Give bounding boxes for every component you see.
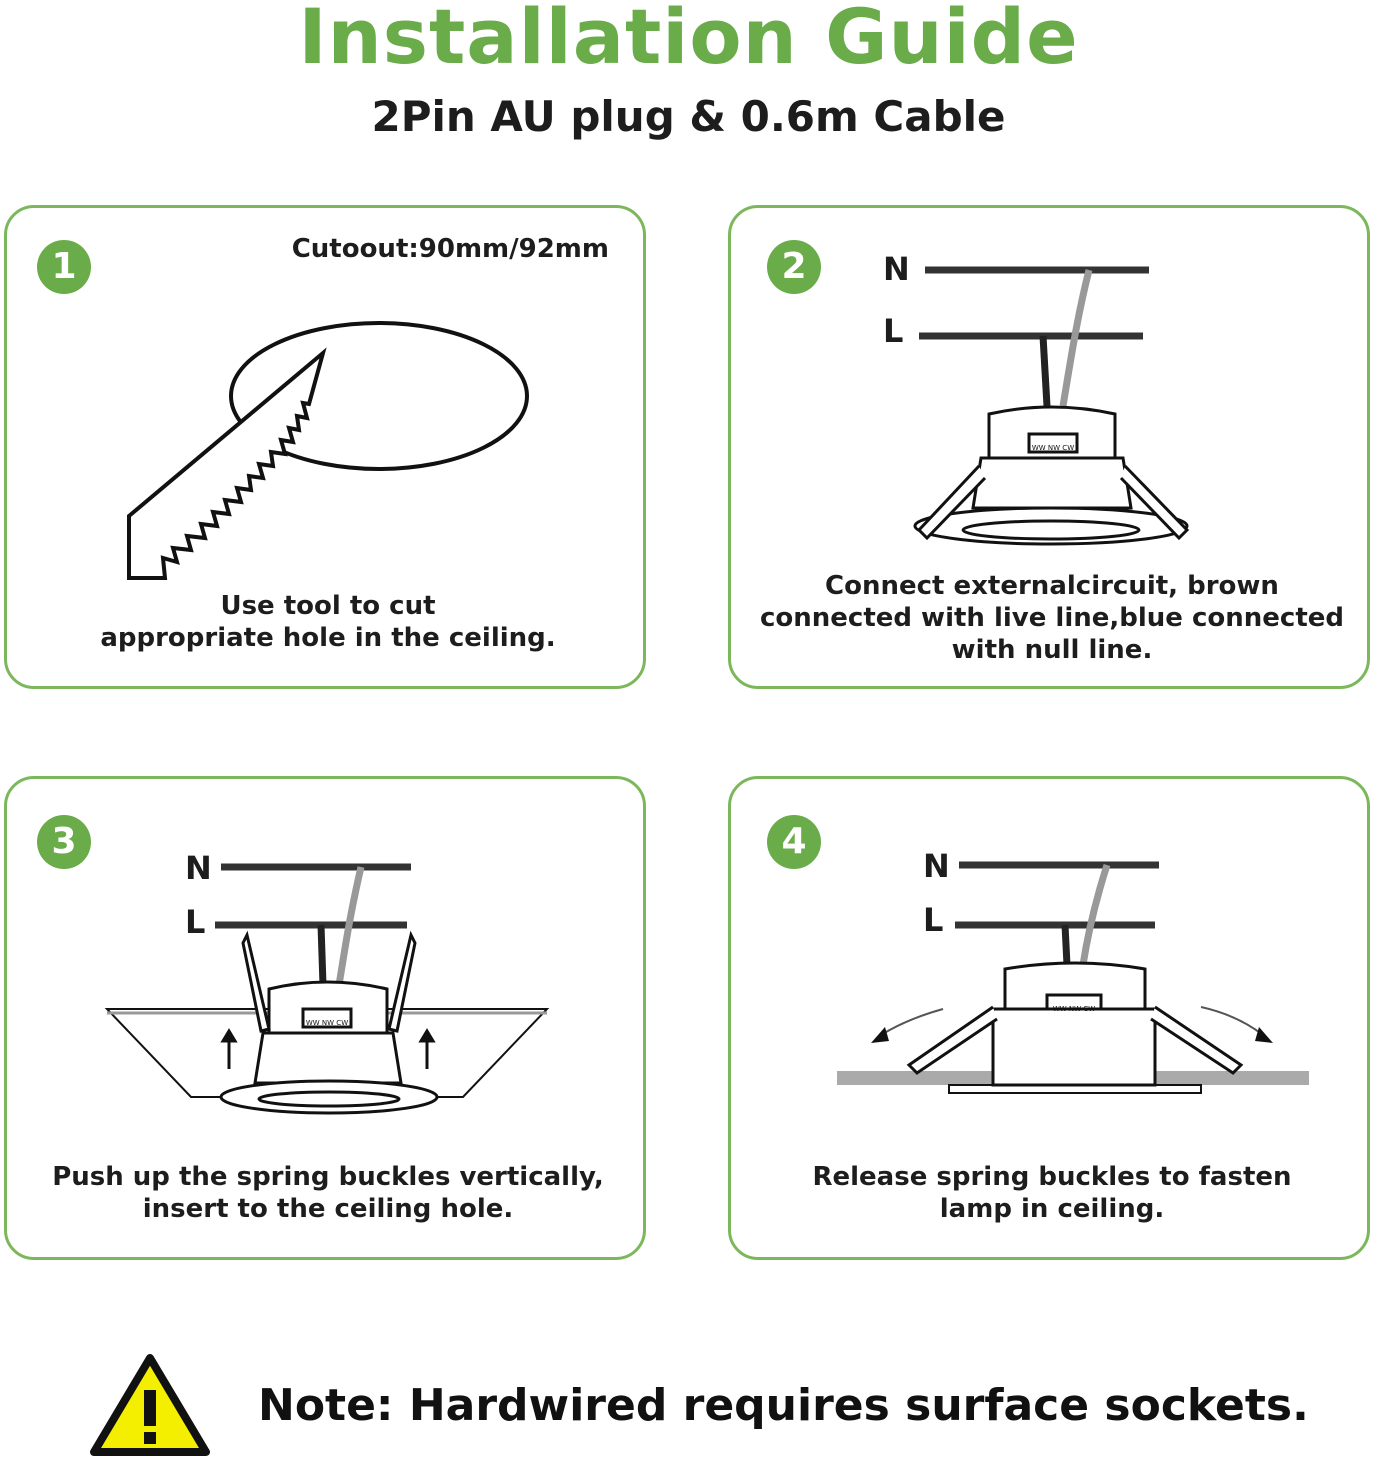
step-2-badge: 2 <box>767 240 821 294</box>
step-4-badge: 4 <box>767 815 821 869</box>
step-3-panel: 3 N L WW NW CW Push up the spring buckle… <box>4 776 646 1260</box>
saw-cut-illustration <box>127 321 529 580</box>
fastening-illustration: WW NW CW <box>837 861 1309 1094</box>
step-1-badge: 1 <box>37 240 91 294</box>
step-2-caption: Connect externalcircuit, brown connected… <box>759 571 1345 665</box>
page-title: Installation Guide <box>298 0 1079 81</box>
wiring-illustration: WW NW CW <box>913 266 1190 546</box>
dip-switch-label: WW NW CW <box>1032 444 1074 452</box>
step-4-caption: Release spring buckles to fasten lamp in… <box>812 1162 1292 1224</box>
neutral-wire-label: N <box>185 849 212 887</box>
neutral-wire-label: N <box>923 847 950 885</box>
step-4-panel: 4 N L WW NW CW Release spring buckles to… <box>728 776 1370 1260</box>
blue-lead-wire <box>1059 269 1093 407</box>
saw-blade-icon <box>127 347 327 580</box>
live-wire-label: L <box>923 901 944 939</box>
downlight-icon <box>219 930 439 1115</box>
insertion-illustration: WW NW CW <box>104 863 550 1115</box>
live-wire-label: L <box>185 903 206 941</box>
downlight-icon <box>913 405 1190 546</box>
step-1-caption: Use tool to cut appropriate hole in the … <box>100 591 556 653</box>
brown-lead-wire <box>317 924 327 986</box>
step-1-panel: 1 Cutoout:90mm/92mm Use tool to cut appr… <box>4 205 646 689</box>
dip-switch-label: WW NW CW <box>306 1019 348 1027</box>
brown-lead-wire <box>1061 924 1071 966</box>
step-3-badge: 3 <box>37 815 91 869</box>
blue-lead-wire <box>1079 863 1111 966</box>
step-3-caption: Push up the spring buckles vertically, i… <box>52 1162 604 1224</box>
hardwired-note: Note: Hardwired requires surface sockets… <box>258 1380 1309 1431</box>
ceiling-hole-outline <box>229 321 529 471</box>
page-subtitle: 2Pin AU plug & 0.6m Cable <box>371 92 1006 141</box>
brown-lead-wire <box>1039 335 1051 407</box>
blue-lead-wire <box>335 866 365 986</box>
downlight-icon <box>906 961 1244 1087</box>
live-wire-label: L <box>883 312 904 350</box>
warning-triangle-icon <box>90 1354 210 1456</box>
dip-switch-label: WW NW CW <box>1053 1005 1095 1013</box>
step-2-panel: 2 N L WW NW CW Connect externalcircuit, … <box>728 205 1370 689</box>
neutral-wire-label: N <box>883 250 910 288</box>
cutout-size-label: Cutoout:90mm/92mm <box>291 234 609 264</box>
up-arrow-icon <box>220 1028 436 1069</box>
